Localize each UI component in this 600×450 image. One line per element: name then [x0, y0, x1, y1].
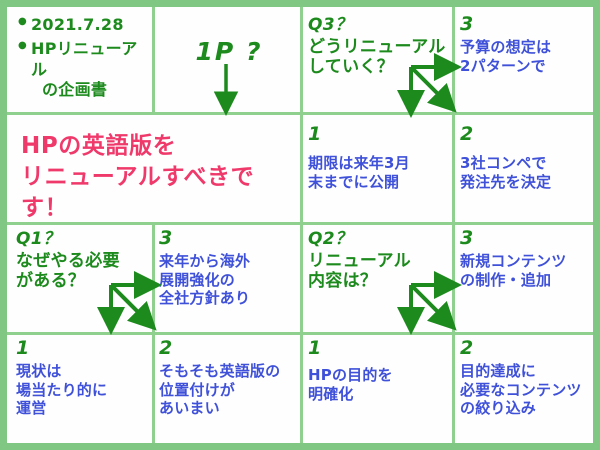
q2-question-line2: 内容は？ — [308, 271, 378, 292]
q1-question-line1: なぜやる必要 — [16, 250, 120, 271]
q2-question-head: Q2？ — [308, 229, 353, 249]
q1-answer-3-line2: 展開強化の — [159, 270, 236, 289]
q1-question-line2: がある？ — [16, 271, 86, 292]
q3-answer-2-line2: 発注先を決定 — [460, 172, 552, 191]
cell-q2-answer-1: 1 HPの目的を 明確化 — [308, 339, 450, 403]
q2-answer-1-number: 1 — [308, 337, 322, 359]
cell-header-notes: 2021.7.28 HPリニューアル の企画書 — [16, 15, 152, 104]
q3-answer-2-line1: 3社コンペで — [460, 154, 547, 172]
grid-line-vertical-center — [300, 7, 303, 443]
q2-answer-2-line2: 必要なコンテンツ — [460, 380, 582, 399]
q1-answer-2-number: 2 — [159, 337, 173, 359]
q2-answer-1-line1: HPの目的を — [308, 366, 393, 384]
q1-answer-2-line1: そもそも英語版の — [159, 362, 281, 380]
q3-question-head: Q3？ — [308, 15, 353, 35]
q1-question-text: Q1？ なぜやる必要 がある？ — [16, 229, 152, 292]
conclusion-line-2: リニューアルすべきです！ — [21, 164, 255, 222]
q1-answer-1-line1: 現状は — [16, 362, 62, 380]
cell-q3-question: Q3？ どうリニューアル していく？ — [308, 15, 450, 78]
cell-slide-label: 1P ? — [159, 37, 299, 66]
conclusion-line-1: HPの英語版を — [21, 133, 177, 159]
q2-question-text: Q2？ リニューアル 内容は？ — [308, 229, 450, 292]
q1-answer-2-line3: あいまい — [159, 399, 220, 418]
cell-conclusion: HPの英語版を リニューアルすべきです！ — [21, 131, 299, 224]
cell-q3-answer-1: 1 期限は来年3月 末までに公開 — [308, 125, 450, 191]
q3-question-line2: していく？ — [308, 57, 394, 78]
grid-line-vertical-left-top — [152, 7, 155, 112]
header-note-date: 2021.7.28 — [18, 15, 152, 36]
cell-q2-answer-2: 2 目的達成に 必要なコンテンツ の絞り込み — [460, 339, 600, 418]
cell-q1-answer-1: 1 現状は 場当たり的に 運営 — [16, 339, 152, 418]
grid-line-vertical-right — [452, 7, 455, 443]
q3-answer-3-text: 予算の想定は 2パターンで — [460, 38, 600, 75]
q1-answer-1-number: 1 — [16, 337, 30, 359]
q2-answer-3-text: 新規コンテンツ の制作・追加 — [460, 252, 600, 289]
q2-question-line1: リニューアル — [308, 250, 411, 271]
q1-question-head: Q1？ — [16, 229, 61, 249]
q3-answer-2-text: 3社コンペで 発注先を決定 — [460, 154, 600, 191]
q3-answer-1-line1: 期限は来年3月 — [308, 154, 410, 172]
q3-question-line1: どうリニューアル — [308, 36, 446, 57]
q2-answer-3-line2: の制作・追加 — [460, 270, 552, 289]
cell-q1-answer-3: 3 来年から海外 展開強化の 全社方針あり — [159, 229, 299, 308]
q3-answer-1-line2: 末までに公開 — [308, 172, 400, 191]
header-note-title: HPリニューアル の企画書 — [18, 38, 152, 101]
q2-answer-3-line1: 新規コンテンツ — [460, 252, 567, 270]
q3-answer-1-number: 1 — [308, 123, 322, 145]
cell-q1-question: Q1？ なぜやる必要 がある？ — [16, 229, 152, 292]
q1-answer-3-number: 3 — [159, 227, 173, 249]
header-note-title-line1: HPリニューアル — [31, 38, 138, 79]
q2-answer-2-number: 2 — [460, 337, 474, 359]
q3-question-text: Q3？ どうリニューアル していく？ — [308, 15, 450, 78]
grid-line-vertical-left-bottom — [152, 222, 155, 443]
q1-answer-1-text: 現状は 場当たり的に 運営 — [16, 362, 152, 418]
q1-answer-2-line2: 位置付けが — [159, 380, 236, 399]
q1-answer-2-text: そもそも英語版の 位置付けが あいまい — [159, 362, 301, 418]
cell-q3-answer-2: 2 3社コンペで 発注先を決定 — [460, 125, 600, 191]
q3-answer-1-text: 期限は来年3月 末までに公開 — [308, 154, 450, 191]
q3-answer-3-line1: 予算の想定は — [460, 38, 552, 56]
cell-q2-answer-3: 3 新規コンテンツ の制作・追加 — [460, 229, 600, 289]
q1-answer-1-line2: 場当たり的に — [16, 380, 108, 399]
q2-answer-2-line1: 目的達成に — [460, 362, 537, 380]
q1-answer-3-line3: 全社方針あり — [159, 289, 251, 308]
q1-answer-3-text: 来年から海外 展開強化の 全社方針あり — [159, 252, 299, 308]
cell-q3-answer-3: 3 予算の想定は 2パターンで — [460, 15, 600, 75]
q2-answer-1-text: HPの目的を 明確化 — [308, 366, 450, 403]
header-note-title-line2: の企画書 — [42, 80, 108, 100]
header-notes-list: 2021.7.28 HPリニューアル の企画書 — [18, 15, 152, 101]
q2-answer-3-number: 3 — [460, 227, 474, 249]
q3-answer-3-line2: 2パターンで — [460, 56, 546, 75]
slide-count-label: 1P ? — [195, 37, 263, 66]
q2-answer-2-text: 目的達成に 必要なコンテンツ の絞り込み — [460, 362, 600, 418]
q2-answer-2-line3: の絞り込み — [460, 399, 537, 418]
cell-q2-question: Q2？ リニューアル 内容は？ — [308, 229, 450, 292]
q1-answer-3-line1: 来年から海外 — [159, 252, 251, 270]
q3-answer-3-number: 3 — [460, 13, 474, 35]
q2-answer-1-line2: 明確化 — [308, 384, 354, 403]
q3-answer-2-number: 2 — [460, 123, 474, 145]
q1-answer-1-line3: 運営 — [16, 399, 47, 418]
cell-q1-answer-2: 2 そもそも英語版の 位置付けが あいまい — [159, 339, 301, 418]
